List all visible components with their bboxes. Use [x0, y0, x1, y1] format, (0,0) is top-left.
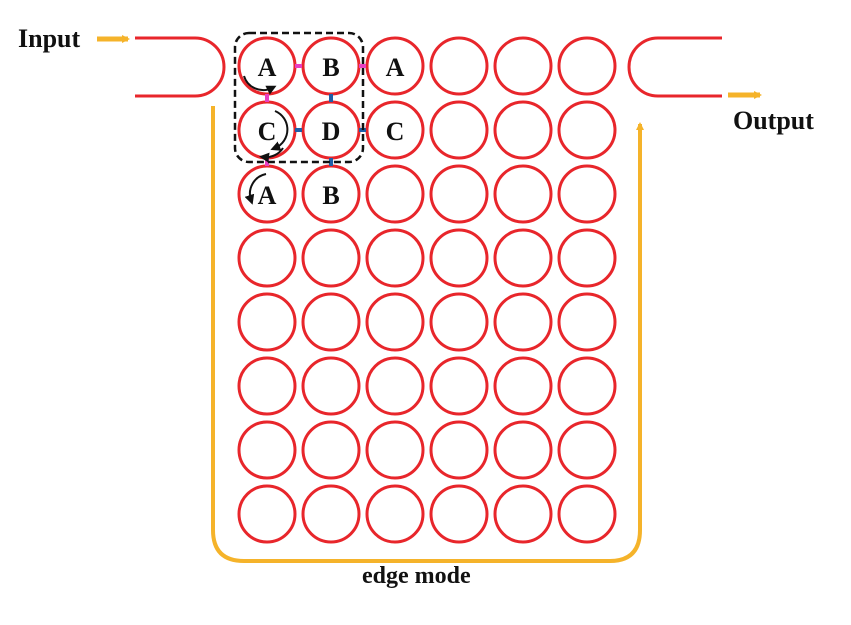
ring-resonator	[365, 164, 425, 224]
ring-resonator	[557, 36, 617, 96]
ring-resonator	[493, 36, 553, 96]
ring-resonator	[429, 356, 489, 416]
ring-resonator	[429, 484, 489, 544]
input-waveguide	[135, 36, 226, 98]
ring-resonator	[493, 484, 553, 544]
site-label-c: C	[385, 117, 405, 146]
ring-resonator	[365, 100, 425, 160]
ring-resonator	[557, 292, 617, 352]
ring-resonator	[237, 484, 297, 544]
site-label-c: C	[257, 117, 277, 146]
output-waveguide	[627, 36, 722, 98]
ring-resonator	[493, 164, 553, 224]
ring-resonator	[557, 356, 617, 416]
ring-resonator	[429, 164, 489, 224]
site-label-b: B	[322, 53, 340, 82]
ring-resonator	[429, 292, 489, 352]
ring-resonator	[493, 228, 553, 288]
edge-mode-path	[211, 106, 644, 563]
ring-resonator	[429, 228, 489, 288]
ring-resonator	[493, 100, 553, 160]
ring-resonator	[429, 420, 489, 480]
ring-resonator	[237, 292, 297, 352]
ring-resonator	[493, 356, 553, 416]
circulation-arrow-icon	[270, 110, 289, 151]
output-label: Output	[733, 106, 814, 135]
ring-resonator	[557, 420, 617, 480]
ring-resonator	[557, 484, 617, 544]
ring-resonator	[365, 484, 425, 544]
input-label: Input	[18, 24, 81, 53]
ring-resonator	[557, 100, 617, 160]
circulation-arrow-icon	[244, 173, 267, 205]
unit-cell-box	[233, 31, 365, 164]
ring-resonator	[301, 292, 361, 352]
ring-resonator	[429, 100, 489, 160]
ring-resonator	[365, 36, 425, 96]
site-label-a: A	[257, 53, 277, 82]
coupler-links	[265, 64, 366, 166]
ring-resonator	[237, 356, 297, 416]
ring-resonator	[365, 228, 425, 288]
ring-resonator	[493, 292, 553, 352]
site-label-a: A	[385, 53, 405, 82]
site-label-d: D	[321, 117, 341, 146]
ring-resonator	[557, 164, 617, 224]
ring-resonator	[237, 420, 297, 480]
edge-mode-label: edge mode	[362, 563, 471, 589]
site-label-b: B	[322, 181, 340, 210]
ring-resonator	[301, 484, 361, 544]
ring-resonator	[301, 420, 361, 480]
ring-resonator	[365, 420, 425, 480]
ring-resonator	[301, 228, 361, 288]
site-label-a: A	[257, 181, 277, 210]
ring-lattice	[237, 36, 617, 544]
ring-resonator	[493, 420, 553, 480]
ring-resonator	[301, 356, 361, 416]
ring-resonator	[429, 36, 489, 96]
ring-resonator	[557, 228, 617, 288]
ring-resonator	[365, 356, 425, 416]
circulation-arrow-icon	[259, 147, 284, 163]
circulation-arrow-icon	[243, 75, 277, 95]
ring-resonator	[237, 228, 297, 288]
ring-resonator	[365, 292, 425, 352]
